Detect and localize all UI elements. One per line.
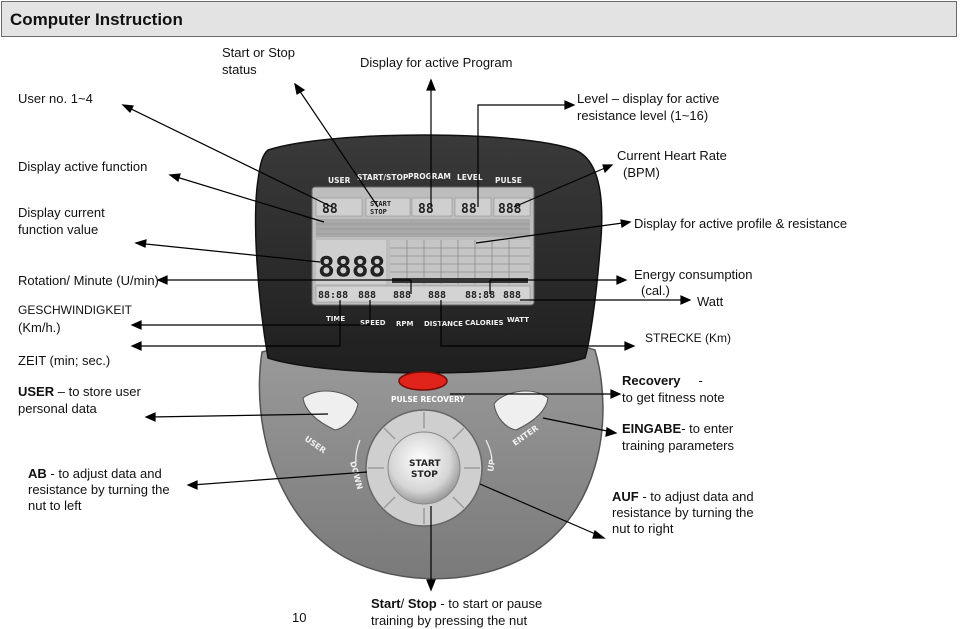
label-recovery-line1: Recovery - bbox=[622, 372, 703, 389]
label-recovery-bold: Recovery bbox=[622, 373, 681, 388]
lcd-rpm-digits: 888 bbox=[393, 290, 411, 301]
label-start-bold: Start bbox=[371, 596, 401, 611]
lcd-program-digits: 88 bbox=[418, 202, 434, 217]
console-label-program: PROGRAM bbox=[408, 172, 451, 181]
label-start-stop-line2: training by pressing the nut bbox=[371, 613, 528, 628]
label-auf-line1: AUF - to adjust data and bbox=[612, 488, 754, 505]
page-title: Computer Instruction bbox=[10, 10, 183, 29]
label-start-desc: - to start or pause bbox=[436, 596, 543, 611]
label-auf-line3: nut to right bbox=[612, 521, 674, 536]
label-time: ZEIT (min; sec.) bbox=[18, 353, 111, 368]
console-label-time: TIME bbox=[326, 315, 345, 323]
label-rotation: Rotation/ Minute (U/min) bbox=[18, 273, 159, 288]
console-label-pulse: PULSE bbox=[495, 176, 522, 185]
label-user-no: User no. 1~4 bbox=[18, 91, 93, 106]
lcd-start-text: START bbox=[370, 200, 391, 208]
label-level-line1: Level – display for active bbox=[577, 91, 720, 106]
label-heart-rate-line1: Current Heart Rate bbox=[617, 148, 727, 163]
label-enter-line1: EINGABE- to enter bbox=[622, 420, 733, 437]
lcd-calories-digits: 88:88 bbox=[465, 290, 495, 301]
label-recovery-dash: - bbox=[698, 373, 703, 388]
lcd-user-digits: 88 bbox=[322, 202, 338, 217]
lcd-time-digits: 88:88 bbox=[318, 290, 348, 301]
lcd-pulse-digits: 888 bbox=[498, 202, 522, 217]
up-arrow-icon bbox=[485, 439, 493, 463]
label-auf-line2: resistance by turning the bbox=[612, 505, 754, 520]
label-active-function: Display active function bbox=[18, 159, 148, 174]
label-enter-line2: training parameters bbox=[622, 438, 734, 453]
knob-stop-label: STOP bbox=[411, 470, 438, 480]
header-bar: Computer Instruction bbox=[1, 1, 957, 37]
label-distance: STRECKE (Km) bbox=[645, 331, 732, 345]
enter-button[interactable] bbox=[493, 390, 549, 431]
label-recovery-line2: to get fitness note bbox=[622, 390, 725, 405]
lcd-level-digits: 88 bbox=[461, 202, 477, 217]
label-ab-desc: - to adjust data and bbox=[46, 466, 162, 481]
console-label-distance: DISTANCE bbox=[424, 320, 463, 328]
console-label-calories: CALORIES bbox=[465, 319, 504, 327]
label-user-button-line2: personal data bbox=[18, 401, 97, 416]
lcd-stop-text: STOP bbox=[370, 208, 387, 216]
knob-start-label: START bbox=[409, 459, 441, 469]
label-speed-line2: (Km/h.) bbox=[18, 320, 61, 335]
label-energy-line2: (cal.) bbox=[641, 283, 670, 298]
label-active-program: Display for active Program bbox=[360, 55, 513, 70]
user-button[interactable] bbox=[302, 390, 359, 431]
label-enter-desc: - to enter bbox=[681, 421, 734, 436]
up-label: UP bbox=[486, 458, 497, 472]
label-profile: Display for active profile & resistance bbox=[634, 216, 848, 231]
label-enter-bold: EINGABE bbox=[622, 421, 682, 436]
label-user-bold: USER bbox=[18, 384, 55, 399]
label-level-line2: resistance level (1~16) bbox=[577, 108, 709, 123]
label-user-desc: – to store user bbox=[54, 384, 141, 399]
label-start-stop-status-line2: status bbox=[222, 62, 257, 77]
pulse-recovery-button[interactable] bbox=[398, 371, 448, 391]
label-heart-rate-line2: (BPM) bbox=[623, 165, 660, 180]
label-auf-bold: AUF bbox=[612, 489, 639, 504]
console-label-rpm: RPM bbox=[396, 320, 414, 328]
console-label-user: USER bbox=[328, 176, 351, 185]
console-label-watt: WATT bbox=[507, 316, 529, 324]
label-watt: Watt bbox=[697, 294, 724, 309]
label-user-button-line1: USER – to store user bbox=[18, 383, 141, 400]
callout-lines bbox=[121, 78, 692, 592]
label-ab-line1: AB - to adjust data and bbox=[28, 465, 162, 482]
label-ab-line3: nut to left bbox=[28, 498, 82, 513]
lcd-speed-digits: 888 bbox=[358, 290, 376, 301]
label-function-value-line2: function value bbox=[18, 222, 99, 237]
lcd-big-digits: 8888 bbox=[318, 250, 385, 283]
start-stop-knob[interactable] bbox=[387, 431, 461, 505]
console-label-start-stop: START/STOP bbox=[357, 173, 409, 182]
page-number: 10 bbox=[292, 610, 307, 625]
label-start-stop-line1: Start/ Stop - to start or pause bbox=[371, 595, 542, 612]
label-speed-line1: GESCHWINDIGKEIT bbox=[18, 303, 133, 317]
label-start-stop-status-line1: Start or Stop bbox=[222, 45, 295, 60]
label-ab-bold: AB bbox=[28, 466, 47, 481]
lcd-distance-digits: 888 bbox=[428, 290, 446, 301]
label-ab-line2: resistance by turning the bbox=[28, 482, 170, 497]
label-auf-desc: - to adjust data and bbox=[638, 489, 754, 504]
lcd-watt-digits: 888 bbox=[503, 290, 521, 301]
label-stop-bold: Stop bbox=[407, 596, 437, 611]
console-label-speed: SPEED bbox=[360, 319, 386, 327]
label-function-value-line1: Display current bbox=[18, 205, 105, 220]
label-start-slash: / bbox=[400, 596, 408, 611]
label-energy-line1: Energy consumption bbox=[634, 267, 753, 282]
console-label-level: LEVEL bbox=[457, 173, 483, 182]
pulse-recovery-label: PULSE RECOVERY bbox=[391, 395, 465, 404]
down-arrow-icon bbox=[355, 439, 361, 463]
